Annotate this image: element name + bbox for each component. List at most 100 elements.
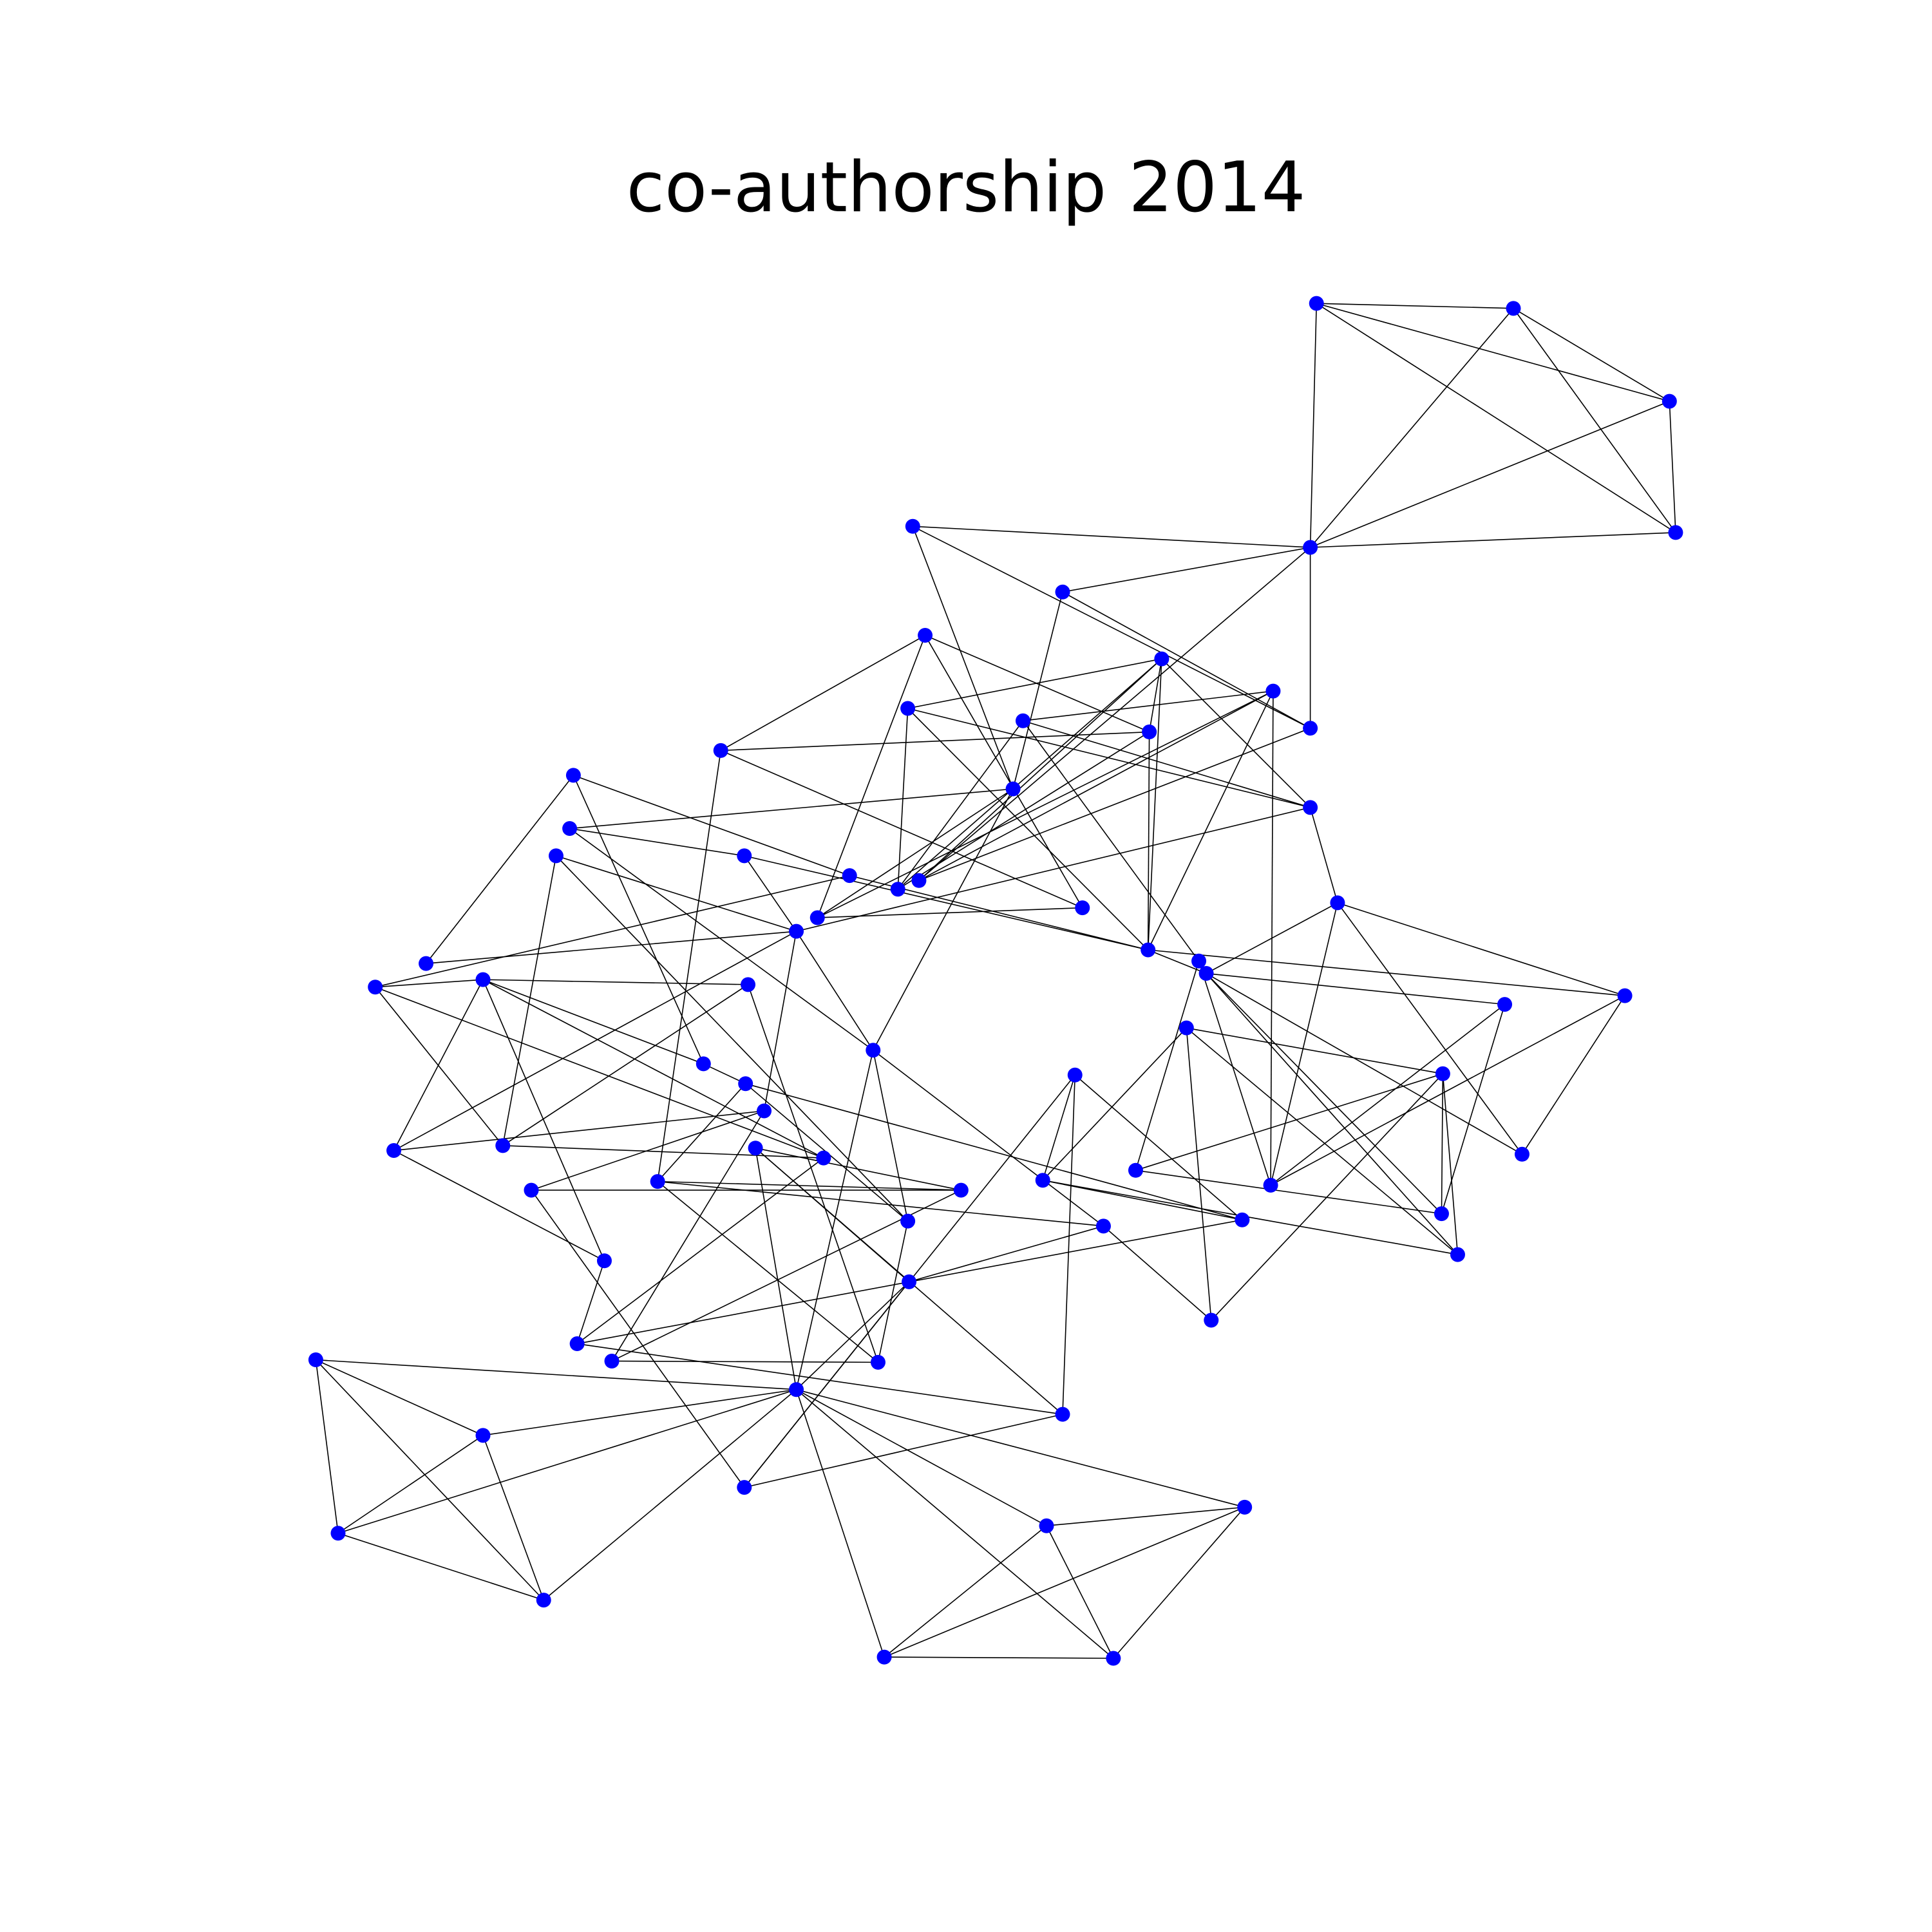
graph-edge [744,1414,1063,1488]
graph-node [1142,724,1157,740]
graph-edge [531,1189,745,1488]
graph-edge [1442,1074,1459,1255]
graph-node [650,1174,665,1189]
graph-node [1265,683,1281,699]
graph-edge [1206,972,1505,1005]
graph-node [548,848,564,864]
graph-edge [315,1359,544,1601]
graph-edge [1337,902,1625,996]
graph-edge [502,1145,824,1159]
graph-node [876,1649,892,1665]
graph-edge [1270,902,1338,1186]
graph-node [1435,1066,1450,1081]
graph-edge [576,1260,605,1344]
graph-edge [872,1050,909,1222]
graph-node [562,821,578,837]
graph-edge [1310,532,1676,548]
graph-edge [795,1050,874,1390]
graph-edge [375,875,850,988]
graph-edge [1206,972,1522,1155]
graph-node [789,1382,804,1397]
graph-node [1055,584,1070,600]
graph-edge [796,1389,1114,1659]
graph-edge [658,1180,961,1191]
graph-node [890,882,905,897]
graph-edge [375,987,504,1146]
graph-node [1039,1518,1054,1533]
graph-edge [1521,995,1625,1155]
graph-edge [1147,732,1150,951]
graph-node [905,518,920,534]
graph-node [1154,651,1170,667]
graph-edge [795,931,874,1051]
graph-node [748,1141,763,1156]
graph-edge [1270,995,1625,1186]
graph-edge [747,984,879,1363]
graph-edge [1206,902,1338,974]
graph-edge [877,1220,909,1363]
graph-node [1303,800,1318,815]
graph-edge [744,855,797,932]
graph-edge [1103,1226,1212,1321]
graph-edge [1198,961,1271,1186]
graph-edge [1148,658,1162,732]
graph-edge [1186,1027,1458,1255]
graph-node [918,628,933,643]
graph-edge [337,1435,484,1534]
graph-edge [1147,659,1162,951]
graph-edge [426,931,797,964]
graph-edge [897,720,1024,890]
graph-edge [1309,807,1338,904]
graph-edge [884,1656,1113,1659]
graph-node [842,868,857,884]
graph-edge [1042,1027,1187,1181]
graph-edge [763,931,797,1112]
graph-node [1055,1406,1070,1422]
graph-edge [913,526,1311,548]
graph-node [1617,988,1633,1003]
graph-edge [873,1050,1104,1227]
graph-edge [1062,547,1311,593]
graph-node [1141,942,1156,958]
graph-node [1497,997,1513,1012]
graph-edge [482,1435,544,1600]
graph-edge [907,708,1149,951]
graph-node [789,923,804,939]
graph-node [741,977,756,992]
graph-node [524,1182,539,1198]
graph-edge [611,1110,765,1361]
graph-edge [1186,1027,1443,1075]
graph-edge [796,1388,1047,1526]
graph-edge [316,1359,797,1390]
graph-edge [1148,949,1625,996]
graph-node [1263,1177,1278,1193]
graph-edge [577,1343,1063,1415]
graph-node [1309,296,1324,311]
graph-edge [907,658,1162,709]
graph-edge [1062,1075,1076,1415]
graph-edge [482,979,605,1262]
graph-edge [755,1148,797,1390]
graph-edge [884,1525,1047,1658]
graph-node [1514,1146,1530,1162]
graph-node [1330,895,1345,911]
graph-node [900,1213,916,1229]
graph-node [604,1353,620,1368]
graph-node [1005,781,1021,797]
graph-node [810,910,825,925]
graph-edge [657,1180,878,1363]
graph-edge [1669,401,1676,533]
graph-edge [755,1147,961,1191]
graph-edge [817,788,1014,918]
graph-node [738,1076,753,1092]
graph-edge [912,526,1311,729]
graph-edge [576,1157,824,1345]
graph-edge [817,690,1274,918]
graph-edge [393,931,797,1151]
graph-edge [1270,1003,1506,1186]
graph-edge [1206,973,1459,1255]
graph-node [569,1336,585,1352]
graph-edge [907,708,1311,808]
